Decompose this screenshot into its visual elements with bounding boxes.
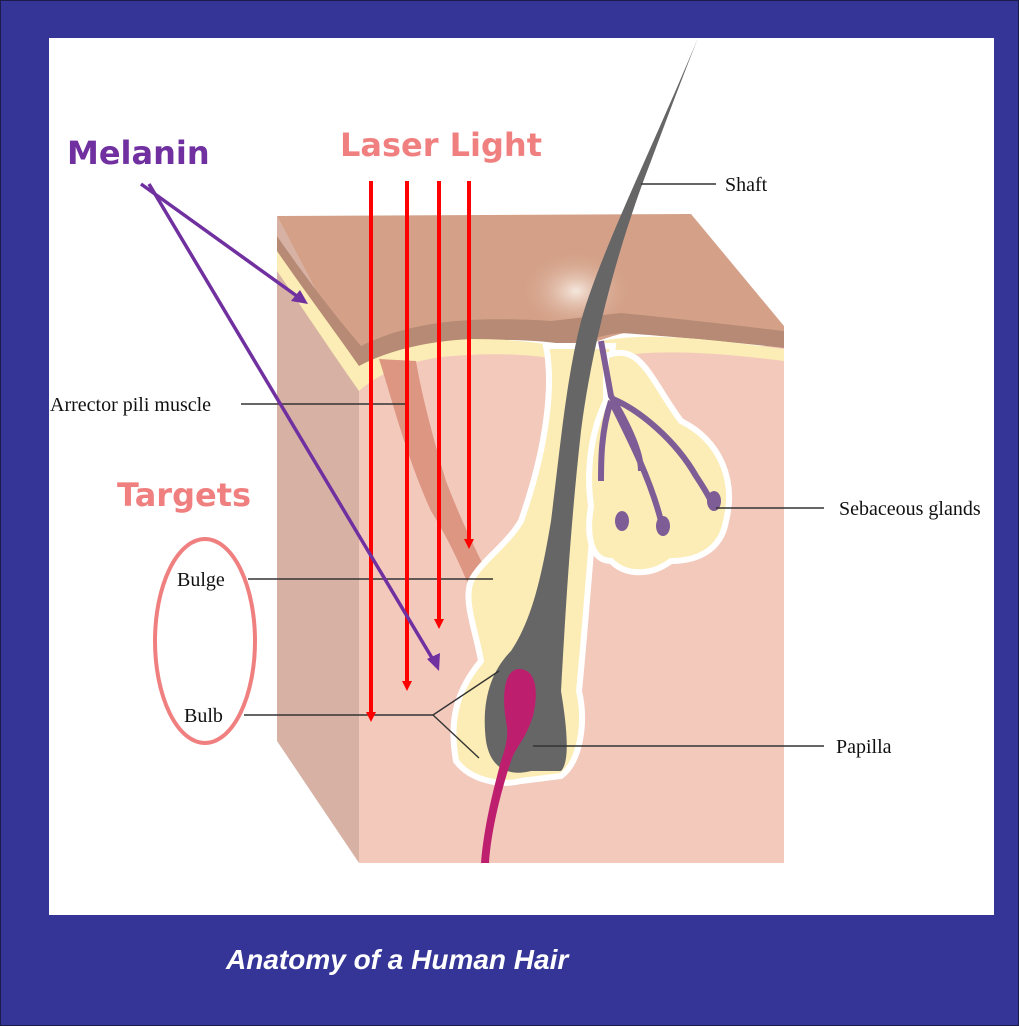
- papilla-label: Papilla: [836, 736, 892, 758]
- laser-light-annotation: Laser Light: [340, 126, 542, 164]
- bulb-label: Bulb: [184, 705, 223, 727]
- shaft-label: Shaft: [725, 174, 768, 196]
- diagram-caption: Anatomy of a Human Hair: [226, 938, 568, 982]
- melanin-annotation: Melanin: [67, 134, 210, 172]
- gland-lobe-1: [615, 511, 629, 531]
- bulge-label: Bulge: [177, 569, 225, 591]
- gland-lobe-2: [656, 516, 670, 536]
- arrector-pili-muscle-label: Arrector pili muscle: [50, 394, 211, 416]
- sebaceous-glands-label: Sebaceous glands: [839, 498, 981, 520]
- targets-annotation: Targets: [117, 476, 251, 514]
- caption-bar: Anatomy of a Human Hair: [1, 938, 1019, 998]
